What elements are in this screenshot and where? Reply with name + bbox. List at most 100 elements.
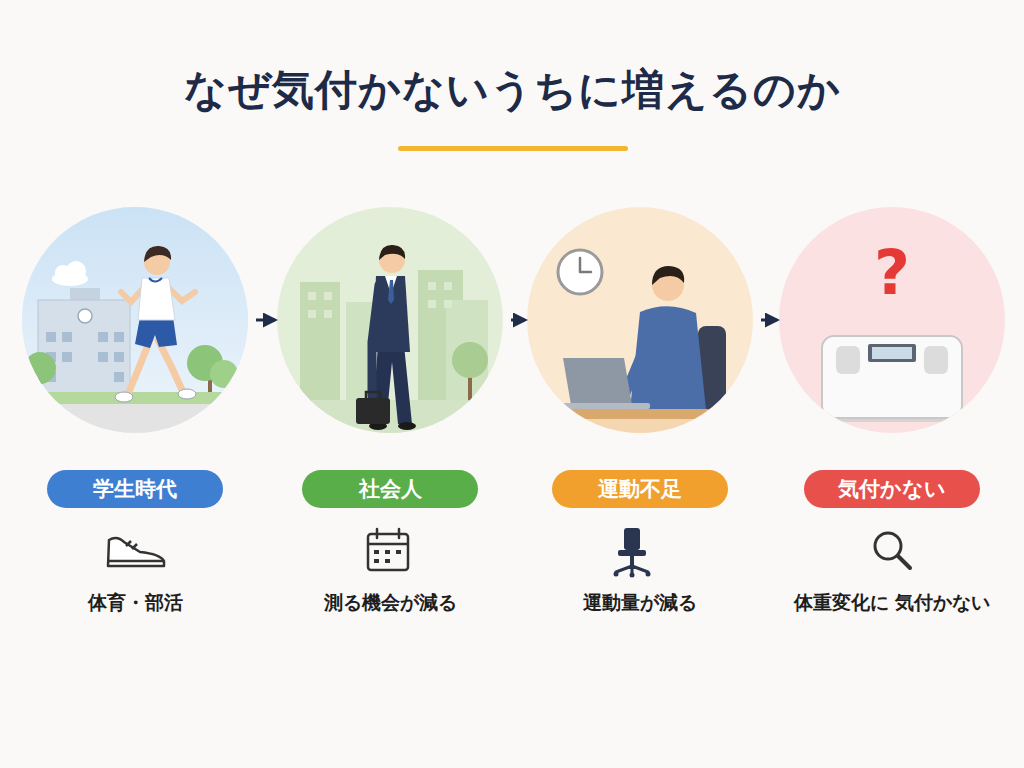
student-scene-part [178, 389, 196, 399]
student-scene-part [144, 249, 170, 275]
shoe-icon-part [108, 560, 164, 563]
desk-work-scene-part [558, 250, 602, 294]
desk-work-scene-part [652, 266, 684, 285]
circle-outline [527, 207, 753, 433]
weight-scale-part [824, 412, 960, 422]
weight-scale-part [924, 346, 948, 374]
stage-description: 体重変化に 気付かない [742, 587, 1024, 617]
shoe-icon-part [126, 541, 137, 549]
stage-label: 運動不足 [552, 470, 728, 508]
title-underline [398, 146, 628, 151]
question-mark: ? [852, 238, 932, 308]
calendar-icon-part [368, 543, 408, 546]
chair-icon-part [614, 572, 619, 577]
office-worker-scene-part [379, 247, 405, 273]
magnifier-icon-part [898, 556, 910, 568]
office-worker-scene-part [277, 400, 503, 440]
calendar-icon-part [385, 559, 390, 563]
desk-work-scene-part [563, 358, 632, 405]
student-scene-part [46, 352, 56, 362]
student-scene-part [115, 392, 133, 402]
circle-fill [779, 207, 1005, 433]
calendar-icon [368, 529, 408, 570]
student-scene [22, 207, 248, 444]
chair-icon-part [630, 573, 635, 578]
office-worker-scene-part [356, 398, 390, 424]
stage-description: 運動量が減る [490, 587, 790, 617]
student-scene-part [208, 372, 212, 396]
office-worker-scene-part [418, 270, 463, 402]
flow-arrow [511, 319, 525, 322]
stage-circle: 社会人測る機会が減る [277, 207, 503, 433]
weight-scale-part [868, 344, 916, 362]
diagram-title: なぜ気付かないうちに増えるのか [0, 62, 1024, 118]
circle-outline [277, 207, 503, 433]
student-scene-part [52, 272, 88, 286]
student-scene-part [114, 332, 124, 342]
flow-arrow [761, 319, 777, 322]
stage-circle: 運動不足運動量が減る [527, 207, 753, 433]
student-scene-part [149, 278, 162, 282]
office-worker-scene-part [398, 422, 416, 430]
student-scene-part [158, 340, 182, 390]
desk-work-scene-part [558, 403, 650, 409]
student-scene-part [55, 265, 71, 281]
desk-work-scene-part [652, 269, 684, 301]
student-scene-part [70, 288, 100, 302]
calendar-icon-part [385, 550, 390, 554]
student-scene-part [38, 300, 130, 395]
office-worker-scene-part [468, 372, 472, 402]
student-scene-part [98, 332, 108, 342]
chair-icon-part [618, 550, 646, 556]
office-worker-scene-part [428, 282, 436, 290]
stage-circle: 学生時代体育・部活 [22, 207, 248, 433]
student-scene-part [78, 309, 92, 323]
desk-work-scene-part [527, 419, 753, 439]
student-scene-part [121, 286, 145, 302]
stage-description: 測る機会が減る [240, 587, 540, 617]
office-worker-scene-part [428, 300, 436, 308]
circle-fill [22, 207, 248, 433]
circle-fill [277, 207, 503, 433]
magnifier-icon [875, 533, 910, 568]
chair-icon-part [646, 572, 651, 577]
office-worker-scene-part [385, 276, 397, 294]
desk-work-scene-part [606, 344, 646, 398]
student-scene-part [144, 246, 171, 262]
student-scene-part [22, 207, 248, 433]
desk-work-scene-part [630, 306, 706, 410]
office-worker-scene-part [366, 392, 380, 398]
office-worker-scene-part [388, 280, 394, 304]
student-scene-part [22, 392, 248, 404]
office-worker-scene [277, 245, 503, 440]
office-worker-scene-part [308, 310, 316, 318]
student-scene-part [38, 375, 42, 395]
shoe-icon [108, 538, 164, 566]
office-worker-scene-part [369, 422, 387, 430]
chair-icon [614, 528, 651, 578]
flow-arrow [256, 319, 275, 322]
office-worker-scene-part [452, 342, 488, 378]
desk-work-scene-part [527, 409, 753, 419]
desk-work-scene-part [698, 326, 726, 410]
office-worker-scene-part [379, 245, 405, 260]
calendar-icon-part [377, 529, 399, 538]
office-worker-scene-part [300, 282, 340, 402]
student-scene-part [187, 345, 223, 381]
student-scene-part [98, 352, 108, 362]
stage-label: 気付かない [804, 470, 980, 508]
office-worker-scene-part [372, 285, 379, 396]
student-scene-part [135, 317, 177, 348]
office-worker-scene-part [446, 300, 488, 402]
student-scene-part [114, 352, 124, 362]
weight-scale-part [836, 346, 860, 374]
stage-label: 学生時代 [47, 470, 223, 508]
desk-work-scene-part [580, 258, 591, 272]
office-worker-scene-part [346, 302, 376, 402]
student-scene-part [166, 285, 195, 301]
calendar-icon-part [374, 559, 379, 563]
desk-work-scene [527, 250, 753, 439]
weight-scale-part [872, 347, 912, 359]
